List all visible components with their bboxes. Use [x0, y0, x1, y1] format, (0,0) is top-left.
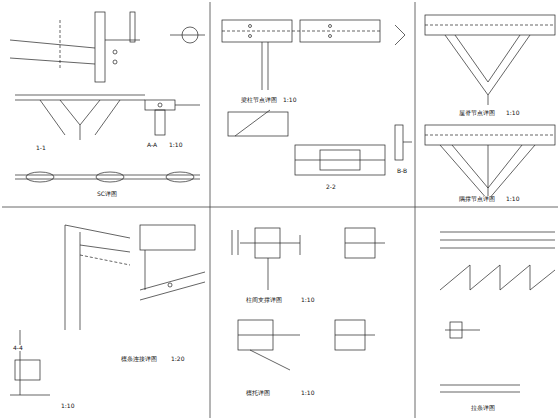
drawing-label: B-B: [396, 168, 408, 174]
drawing-label: 隅撑节点详图: [458, 196, 496, 202]
drawing-label: SC详图: [96, 191, 118, 197]
drawing-label: A-A: [146, 142, 158, 148]
drawing-label: 1-1: [35, 145, 47, 151]
drawing-label: 檩条连接详图: [120, 356, 158, 362]
drawing-label: 1:10: [505, 110, 520, 116]
drawing-label: 1:10: [300, 297, 315, 303]
drawing-label: 1:10: [282, 97, 297, 103]
drawing-label: 2-2: [325, 184, 337, 190]
drawing-label: 柱间支撑详图: [245, 297, 283, 303]
drawing-label: 1:10: [168, 142, 183, 148]
drawing-label: 梁柱节点详图: [240, 97, 278, 103]
drawing-label: 4-4: [12, 345, 24, 351]
drawing-label: 拉条详图: [470, 405, 496, 411]
drawing-label: 1:10: [60, 403, 75, 409]
drawing-label: 1:10: [300, 390, 315, 396]
drawing-label: 檩托详图: [245, 390, 271, 396]
drawing-label: 屋脊节点详图: [458, 110, 496, 116]
drawing-label: 1:10: [505, 196, 520, 202]
drawing-label: 1:20: [170, 356, 185, 362]
